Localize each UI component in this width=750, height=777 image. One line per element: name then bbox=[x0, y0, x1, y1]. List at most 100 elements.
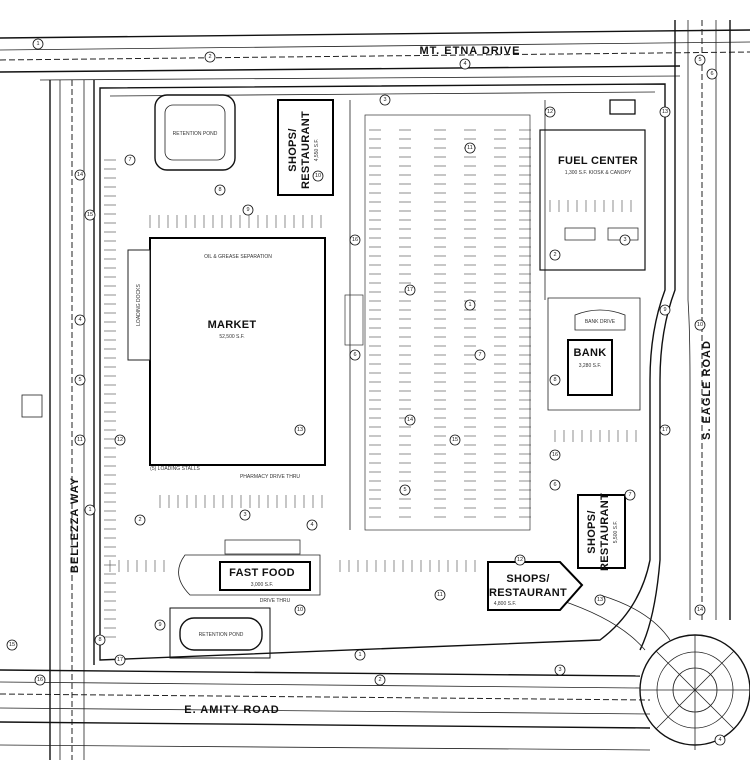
keynote-number: 15 bbox=[87, 212, 93, 218]
keynote-number: 17 bbox=[407, 287, 413, 293]
keynote-number: 8 bbox=[218, 187, 221, 193]
keynote-circle bbox=[404, 414, 416, 426]
keynote-number: 10 bbox=[315, 173, 321, 179]
bank-area: 3,280 S.F. bbox=[579, 363, 602, 369]
keynote-circle bbox=[114, 654, 126, 666]
keynote-circle bbox=[474, 349, 486, 361]
e-amity-road bbox=[0, 669, 651, 751]
keynote-circle bbox=[154, 619, 166, 631]
keynote-circle bbox=[694, 319, 706, 331]
keynote-circle bbox=[74, 374, 86, 386]
keynote-number: 13 bbox=[297, 427, 303, 433]
keynote-number: 5 bbox=[403, 487, 406, 493]
keynote-circle bbox=[74, 434, 86, 446]
keynote-number: 7 bbox=[628, 492, 631, 498]
keynote-number: 4 bbox=[463, 61, 466, 67]
keynote-circle bbox=[549, 479, 561, 491]
keynote-circle bbox=[349, 234, 361, 246]
keynote-circle bbox=[659, 106, 671, 118]
fuel-center-sub: 1,300 S.F. KIOSK & CANOPY bbox=[565, 170, 632, 176]
roundabout bbox=[559, 594, 750, 750]
keynote-circle bbox=[399, 484, 411, 496]
fuel-center-name: FUEL CENTER bbox=[558, 155, 638, 167]
keynote-number: 6 bbox=[353, 352, 356, 358]
keynote-number: 7 bbox=[128, 157, 131, 163]
keynote-number: 9 bbox=[663, 307, 666, 313]
keynote-circle bbox=[34, 674, 46, 686]
keynote-circle bbox=[549, 449, 561, 461]
keynote-number: 8 bbox=[98, 637, 101, 643]
keynote-circle bbox=[242, 204, 254, 216]
shops-se-building: SHOPS/ RESTAURANT 5,500 S.F. bbox=[577, 493, 626, 571]
keynote-number: 16 bbox=[352, 237, 358, 243]
keynote-circle bbox=[94, 634, 106, 646]
keynote-number: 10 bbox=[297, 607, 303, 613]
keynote-circle bbox=[594, 594, 606, 606]
keynote-number: 1 bbox=[88, 507, 91, 513]
keynote-number: 1 bbox=[468, 302, 471, 308]
shops-s-line2: RESTAURANT bbox=[489, 587, 567, 599]
keynote-number: 11 bbox=[437, 592, 443, 598]
keynote-number: 4 bbox=[310, 522, 313, 528]
keynote-circle bbox=[619, 234, 631, 246]
shops-nw-area: 4,550 S.F. bbox=[314, 139, 320, 162]
drive-thru-label: DRIVE THRU bbox=[260, 598, 291, 604]
road-label-south: E. AMITY ROAD bbox=[184, 704, 280, 716]
keynote-circle bbox=[74, 314, 86, 326]
keynote-number: 13 bbox=[597, 597, 603, 603]
keynote-circle bbox=[374, 674, 386, 686]
keynote-circle bbox=[379, 94, 391, 106]
keynote-number: 3 bbox=[558, 667, 561, 673]
keynote-number: 4 bbox=[718, 737, 721, 743]
bank-building: BANK 3,280 S.F. BANK DRIVE bbox=[547, 297, 641, 411]
keynote-number: 17 bbox=[117, 657, 123, 663]
keynote-circle bbox=[514, 554, 526, 566]
fast-food-building: FAST FOOD 3,000 S.F. DRIVE THRU bbox=[178, 539, 321, 604]
keynote-circle bbox=[549, 374, 561, 386]
keynote-circle bbox=[544, 106, 556, 118]
shops-s-building: SHOPS/ RESTAURANT 4,800 S.F. bbox=[487, 561, 584, 611]
keynote-circle bbox=[294, 424, 306, 436]
keynote-number: 3 bbox=[243, 512, 246, 518]
keynote-circle bbox=[694, 54, 706, 66]
loading-label: (5) LOADING STALLS bbox=[150, 466, 200, 472]
road-label-west: BELLEZZA WAY bbox=[69, 477, 81, 573]
keynote-circle bbox=[84, 209, 96, 221]
keynote-number: 17 bbox=[662, 427, 668, 433]
keynote-circle bbox=[659, 304, 671, 316]
fast-food-area: 3,000 S.F. bbox=[251, 582, 274, 588]
keynote-circle bbox=[659, 424, 671, 436]
keynote-circle bbox=[449, 434, 461, 446]
road-label-north: MT. ETNA DRIVE bbox=[420, 45, 521, 57]
keynote-circle bbox=[464, 299, 476, 311]
keynote-circle bbox=[434, 589, 446, 601]
keynote-circle bbox=[549, 249, 561, 261]
keynote-number: 9 bbox=[246, 207, 249, 213]
keynote-number: 5 bbox=[78, 377, 81, 383]
keynote-number: 15 bbox=[452, 437, 458, 443]
keynote-circle bbox=[294, 604, 306, 616]
keynote-circle bbox=[404, 284, 416, 296]
shops-s-area: 4,800 S.F. bbox=[494, 601, 517, 607]
keynote-circle bbox=[6, 639, 18, 651]
keynote-number: 15 bbox=[9, 642, 15, 648]
keynote-number: 6 bbox=[710, 71, 713, 77]
keynote-circle bbox=[694, 604, 706, 616]
keynote-number: 7 bbox=[478, 352, 481, 358]
keynote-number: 5 bbox=[698, 57, 701, 63]
parking-field bbox=[349, 100, 546, 531]
market-area: 52,500 S.F. bbox=[219, 334, 244, 340]
pond-south-label: RETENTION POND bbox=[199, 632, 244, 638]
keynote-circle bbox=[134, 514, 146, 526]
keynote-number: 2 bbox=[378, 677, 381, 683]
market-name: MARKET bbox=[208, 319, 257, 331]
keynote-number: 11 bbox=[77, 437, 83, 443]
keynote-circle bbox=[354, 649, 366, 661]
keynote-number: 8 bbox=[553, 377, 556, 383]
keynote-circle bbox=[706, 68, 718, 80]
retention-pond-south: RETENTION POND bbox=[169, 607, 271, 659]
shops-s-line1: SHOPS/ bbox=[506, 573, 549, 585]
keynote-circle bbox=[239, 509, 251, 521]
keynote-number: 2 bbox=[208, 54, 211, 60]
shops-nw-building: SHOPS/ RESTAURANT 4,550 S.F. bbox=[277, 99, 334, 196]
